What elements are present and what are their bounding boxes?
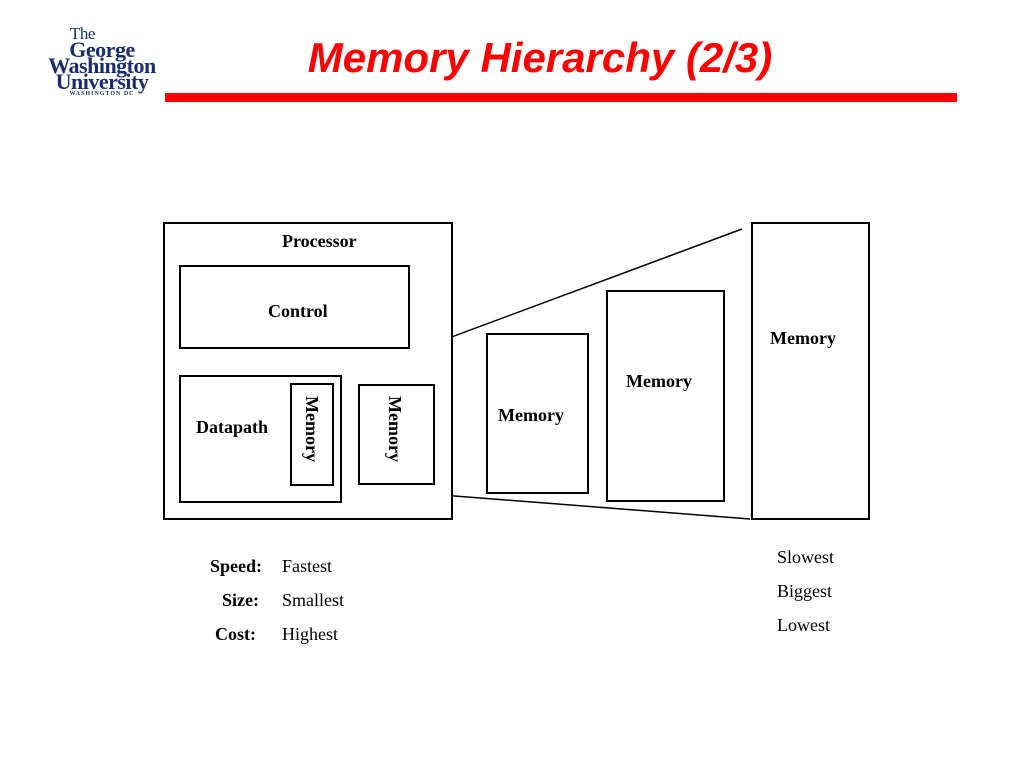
control-box — [179, 265, 410, 349]
cost-near-value: Highest — [282, 624, 338, 644]
memory-level-box — [751, 222, 870, 520]
logo-line: WASHINGTON DC — [69, 91, 135, 97]
speed-label: Speed: — [209, 556, 262, 576]
university-logo: The George Washington University WASHING… — [40, 24, 164, 97]
cache-memory-label: Memory — [385, 396, 405, 462]
memory-level-box — [606, 290, 725, 502]
control-label: Control — [268, 301, 328, 321]
size-far-value: Biggest — [777, 581, 833, 601]
logo-line: George — [69, 37, 135, 62]
speed-far-value: Slowest — [777, 547, 835, 567]
memory-level-box — [486, 333, 589, 494]
memory-level-label: Memory — [626, 371, 692, 391]
processor-label: Processor — [282, 231, 357, 251]
register-memory-label: Memory — [302, 396, 322, 462]
memory-level-label: Memory — [770, 328, 836, 348]
size-label: Size: — [222, 590, 259, 610]
memory-level-label: Memory — [498, 405, 564, 425]
logo-line: Washington — [48, 53, 156, 78]
cost-far-value: Lowest — [777, 615, 830, 635]
title-underline — [165, 93, 957, 102]
cost-label: Cost: — [215, 624, 256, 644]
datapath-label: Datapath — [196, 417, 269, 437]
register-memory-box — [290, 383, 334, 486]
speed-near-value: Fastest — [282, 556, 333, 576]
logo-line: The — [70, 24, 95, 43]
size-near-value: Smallest — [282, 590, 344, 610]
logo-line: University — [55, 69, 149, 94]
cache-memory-box — [358, 384, 435, 485]
slide-title: Memory Hierarchy (2/3) — [307, 34, 773, 81]
